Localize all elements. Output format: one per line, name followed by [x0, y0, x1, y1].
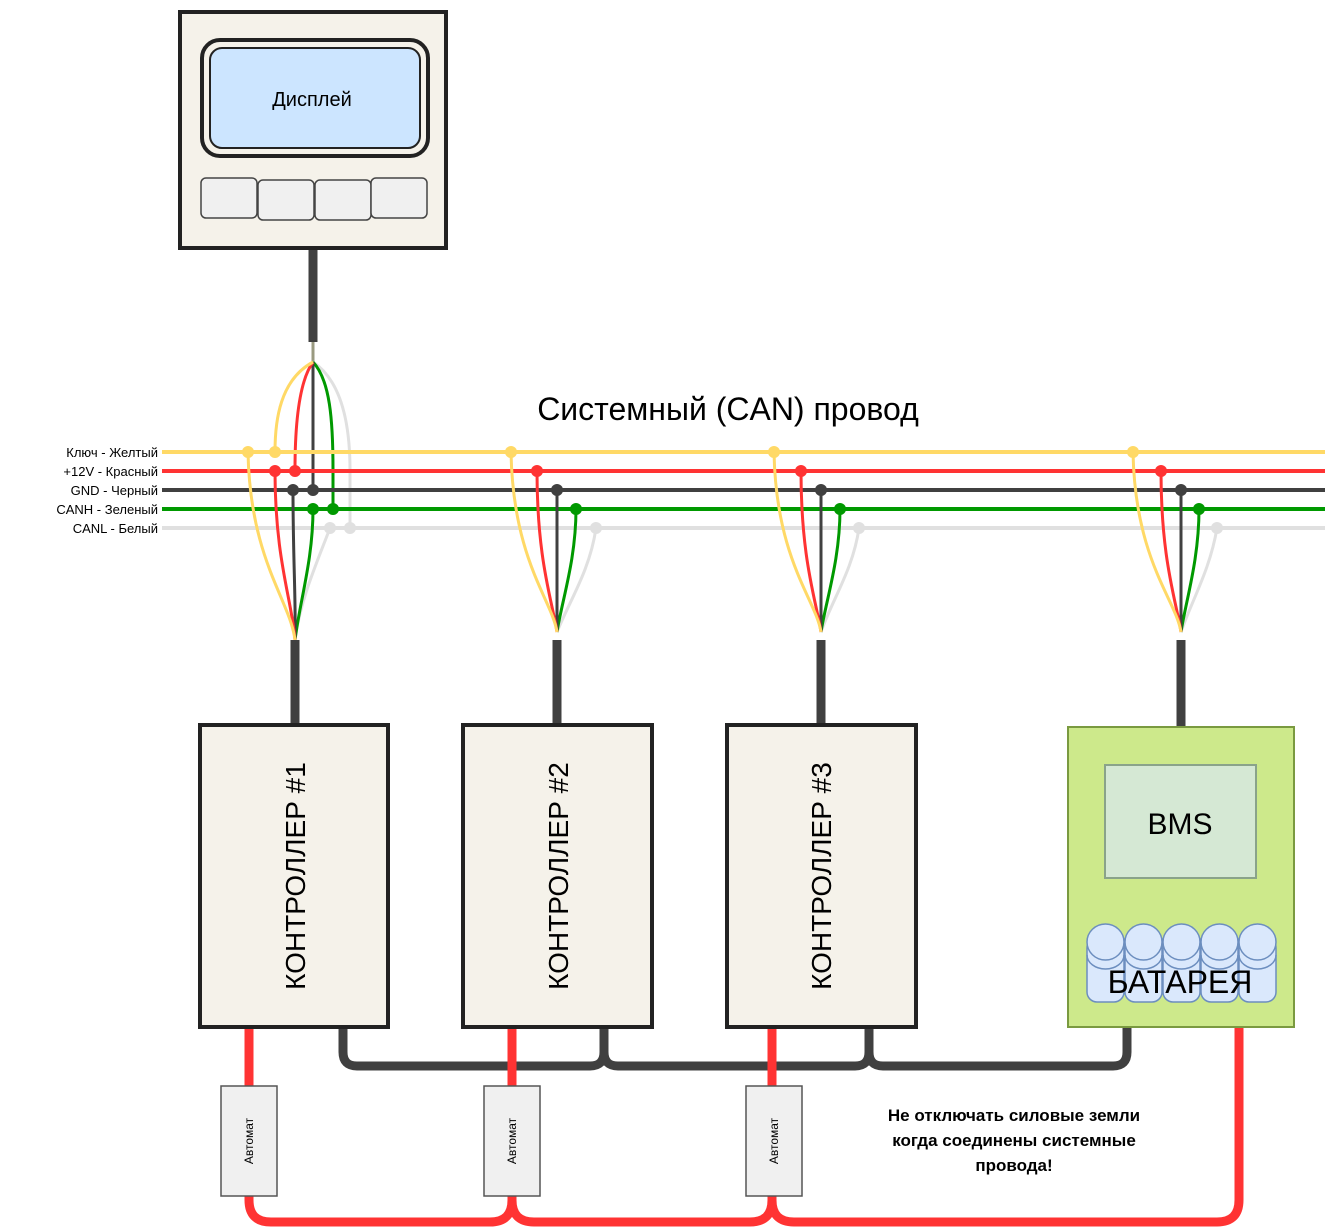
display-button-3[interactable] [314, 179, 372, 221]
display-fanout [273, 360, 352, 528]
battery-cell [1238, 923, 1277, 1003]
display-button-4[interactable] [370, 177, 428, 219]
bus-label-canl: CANL - Белый [73, 521, 158, 536]
controller-3-label: КОНТРОЛЛЕР #3 [806, 762, 837, 990]
drop-battery [1127, 446, 1223, 633]
bus-label-canh: CANH - Зеленый [56, 502, 158, 517]
controller-1-box [198, 723, 390, 1029]
controller-1-label: КОНТРОЛЛЕР #1 [280, 762, 311, 990]
battery-cell [1200, 923, 1239, 1003]
breaker-2-label: Автомат [505, 1117, 519, 1164]
battery-cells [1086, 923, 1277, 1003]
breaker-1: Автомат [220, 1085, 278, 1197]
display-unit: Дисплей [178, 10, 448, 250]
display-label: Дисплей [272, 89, 352, 111]
display-screen [209, 47, 421, 149]
bms-module [1104, 764, 1257, 879]
breaker-3-label: Автомат [767, 1117, 781, 1164]
bus-label-gnd: GND - Черный [71, 483, 158, 498]
breaker-1-box [220, 1085, 278, 1197]
bus-lines [162, 450, 1325, 530]
breaker-3: Автомат [745, 1085, 803, 1197]
battery-cell [1162, 923, 1201, 1003]
battery: BMS [1067, 726, 1295, 1028]
ground-interconnect [338, 1027, 1132, 1071]
power-loop [244, 1027, 1244, 1227]
breaker-1-label: Автомат [242, 1117, 256, 1164]
battery-label: БАТАРЕЯ [1108, 964, 1253, 1000]
display-button-1[interactable] [200, 177, 258, 219]
battery-cell [1086, 923, 1125, 1003]
breaker-3-box [745, 1085, 803, 1197]
warning-line-1: Не отключать силовые земли [888, 1106, 1140, 1125]
breaker-2: Автомат [483, 1085, 541, 1197]
breaker-2-box [483, 1085, 541, 1197]
controller-3: КОНТРОЛЛЕР #3 [725, 723, 918, 1029]
warning-line-3: провода! [975, 1156, 1052, 1175]
battery-cell [1124, 923, 1163, 1003]
controller-3-box [725, 723, 918, 1029]
bus-label-key: Ключ - Желтый [66, 445, 158, 460]
controller-2-label: КОНТРОЛЛЕР #2 [543, 762, 574, 990]
display-button-2[interactable] [257, 179, 315, 221]
bus-label-12v: +12V - Красный [63, 464, 158, 479]
warning-line-2: когда соединены системные [892, 1131, 1136, 1150]
bus-legend: Ключ - Желтый +12V - Красный GND - Черны… [56, 445, 158, 536]
display-junctions [269, 446, 356, 534]
bms-label: BMS [1147, 808, 1212, 841]
controller-2-box [461, 723, 654, 1029]
controller-1: КОНТРОЛЛЕР #1 [198, 723, 390, 1029]
drop-controller-2 [505, 446, 602, 633]
device-cables [290, 640, 1186, 727]
drop-controller-1 [242, 446, 336, 641]
controller-2: КОНТРОЛЛЕР #2 [461, 723, 654, 1029]
drop-controller-3 [768, 446, 865, 633]
bus-title: Системный (CAN) провод [537, 391, 919, 427]
warning-note: Не отключать силовые земли когда соедине… [888, 1106, 1140, 1175]
